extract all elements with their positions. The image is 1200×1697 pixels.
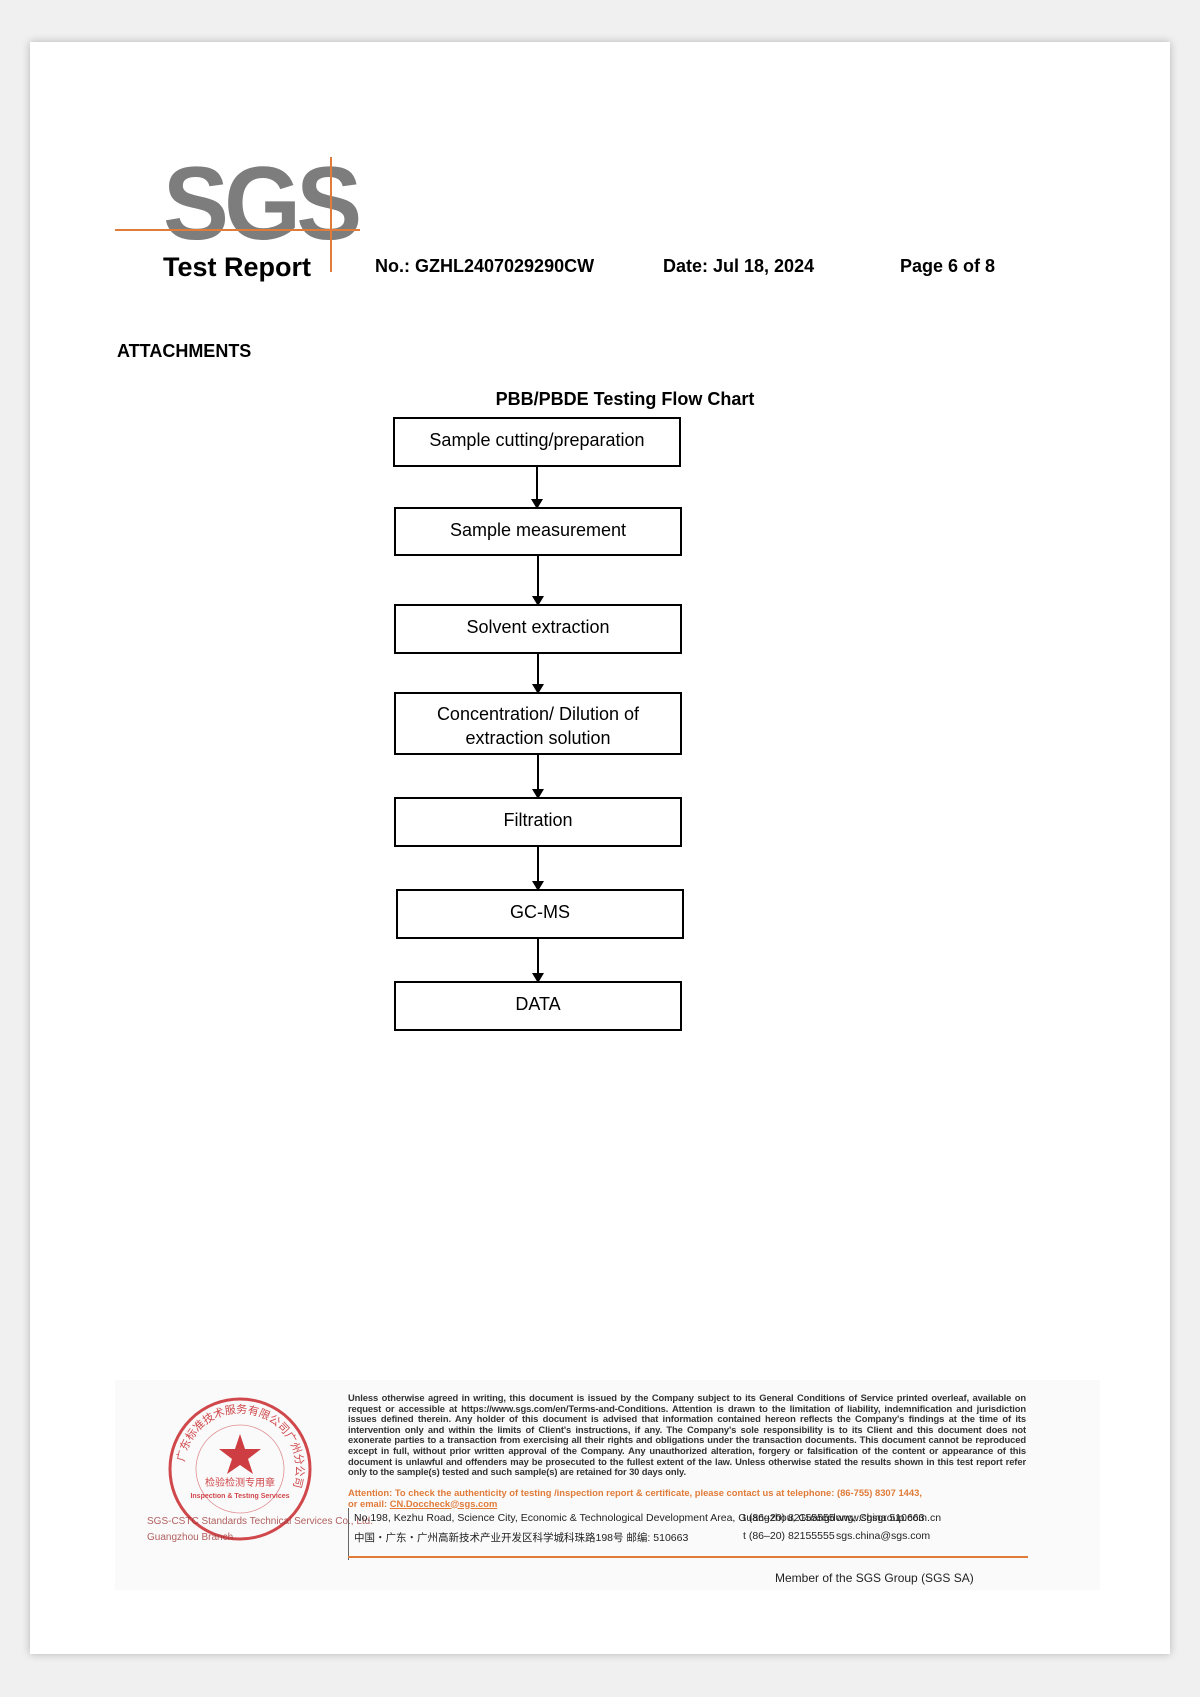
flow-step-filtration: Filtration <box>394 797 682 847</box>
page-number: Page 6 of 8 <box>900 256 996 276</box>
stamp-center-en: Inspection & Testing Services <box>190 1493 289 1500</box>
stamp-company-line: SGS-CSTC Standards Technical Services Co… <box>147 1516 374 1527</box>
legal-disclaimer: Unless otherwise agreed in writing, this… <box>348 1392 1026 1478</box>
logo-horizontal-rule <box>115 229 360 231</box>
doccheck-email-link[interactable]: CN.Doccheck@sgs.com <box>389 1497 498 1509</box>
sgs-logo: SGS <box>115 112 365 272</box>
stamp-star-icon <box>219 1434 261 1474</box>
report-date: Date: Jul 18, 2024 <box>663 256 815 276</box>
report-number: No.: GZHL2407029290CW <box>375 256 595 276</box>
document-page: SGS Test Report No.: GZHL2407029290CW Da… <box>30 42 1170 1654</box>
flow-step-sample-cutting: Sample cutting/preparation <box>393 417 681 467</box>
logo-vertical-rule <box>330 157 332 272</box>
phone-1: t (86–20) 82155555 <box>743 1512 835 1524</box>
section-heading: ATTACHMENTS <box>117 341 252 361</box>
address-divider <box>348 1508 349 1560</box>
contact-email-link[interactable]: sgs.china@sgs.com <box>836 1530 931 1542</box>
flow-step-gc-ms: GC-MS <box>396 889 684 939</box>
address-english: No.198, Kezhu Road, Science City, Econom… <box>354 1512 925 1524</box>
website-link[interactable]: www.sgsgroup.com.cn <box>836 1512 942 1524</box>
flow-arrow <box>532 654 544 694</box>
authenticity-attention: Attention: To check the authenticity of … <box>348 1487 1026 1509</box>
flowchart-title: PBB/PBDE Testing Flow Chart <box>495 389 755 409</box>
attention-line: Attention: To check the authenticity of … <box>348 1487 922 1498</box>
flowchart: Sample cutting/preparation Sample measur… <box>30 42 1170 1654</box>
stamp-company-name: SGS-CSTC Standards Technical Services Co… <box>147 1514 373 1546</box>
flow-step-sample-measurement: Sample measurement <box>394 507 682 556</box>
member-statement: Member of the SGS Group (SGS SA) <box>775 1571 974 1585</box>
flow-arrow <box>532 939 544 983</box>
flow-step-data: DATA <box>394 981 682 1031</box>
flow-arrow <box>532 755 544 799</box>
phone-2: t (86–20) 82155555 <box>743 1530 835 1542</box>
flow-arrow <box>531 467 543 509</box>
footer-orange-rule <box>348 1556 1028 1558</box>
flow-step-solvent-extraction: Solvent extraction <box>394 604 682 654</box>
footer-background <box>115 1380 1100 1590</box>
logo-text: SGS <box>163 146 362 262</box>
stamp-branch-line: Guangzhou Branch <box>147 1532 234 1543</box>
address-chinese: 中国・广东・广州高新技术产业开发区科学城科珠路198号 邮编: 510663 <box>354 1532 689 1544</box>
report-title: Test Report <box>163 252 312 282</box>
flow-step-concentration-dilution: Concentration/ Dilution of extraction so… <box>394 692 682 755</box>
email-prefix: or email: <box>348 1497 390 1509</box>
flow-arrow <box>532 847 544 891</box>
company-seal-stamp: 广东标准技术服务有限公司广州分公司 检验检测专用章 Inspection & T… <box>168 1397 312 1541</box>
stamp-center-cn: 检验检测专用章 <box>205 1476 275 1489</box>
flow-arrow <box>532 556 544 606</box>
